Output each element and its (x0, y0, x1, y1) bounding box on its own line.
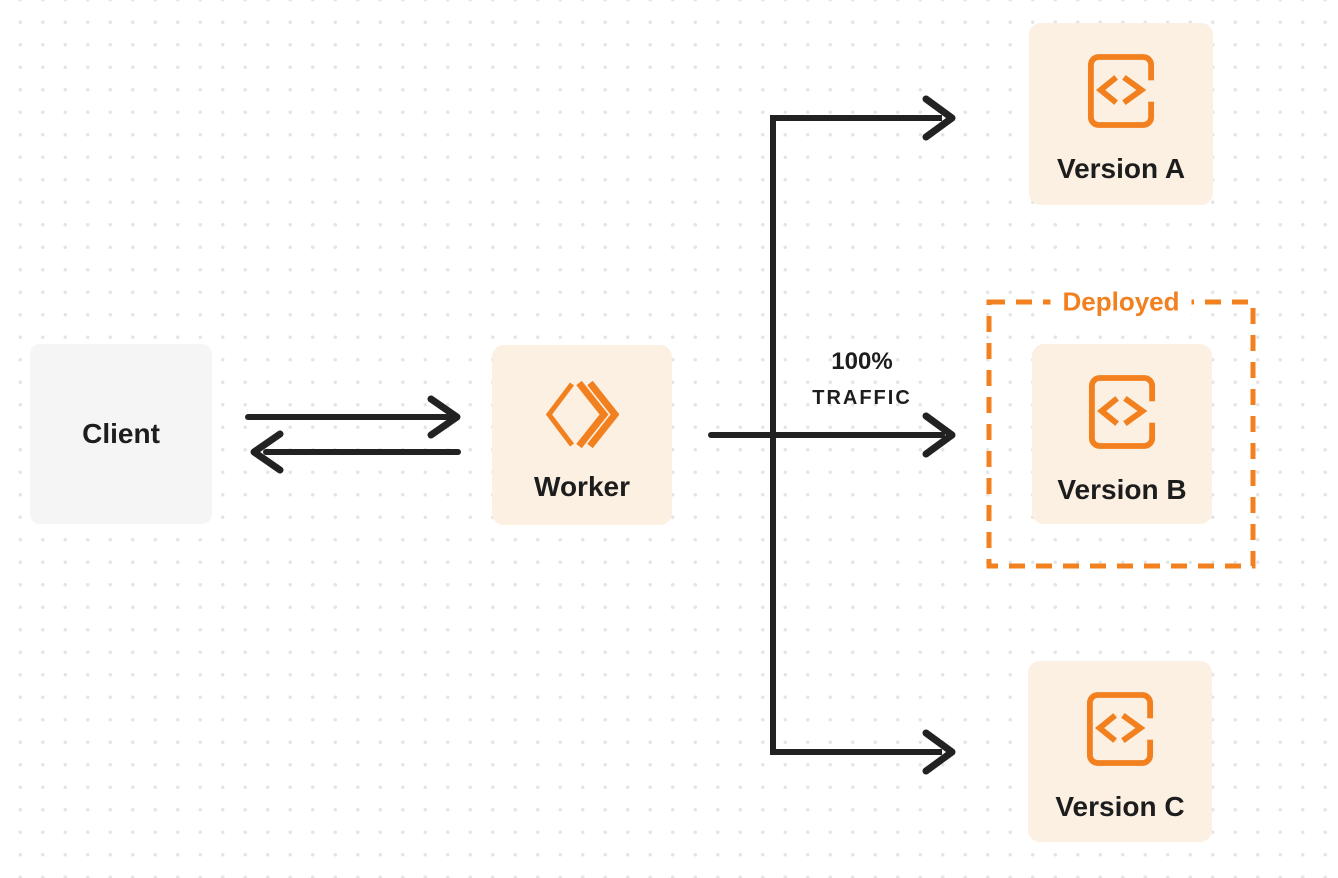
traffic-percentage: 100% (831, 348, 893, 375)
node-client: Client (30, 344, 212, 524)
workers-logo-icon (545, 381, 619, 449)
traffic-word: TRAFFIC (812, 387, 912, 409)
client-label: Client (82, 418, 160, 449)
worker-label: Worker (534, 471, 630, 502)
version-b-arrowhead (922, 412, 956, 458)
node-version-a: Version A (1029, 23, 1213, 205)
code-file-icon (1087, 54, 1155, 128)
version-c-arrowhead (922, 729, 956, 775)
version-b-label: Version B (1057, 474, 1187, 505)
node-version-c: Version C (1028, 661, 1212, 842)
traffic-annotation: 100% TRAFFIC (812, 348, 912, 410)
version-c-label: Version C (1055, 791, 1185, 822)
version-a-arrowhead (922, 95, 956, 141)
node-worker: Worker (492, 345, 672, 525)
node-version-b: Version B (1032, 344, 1212, 524)
code-file-icon (1086, 692, 1154, 766)
deployed-group-border (986, 299, 1256, 569)
version-a-label: Version A (1056, 153, 1186, 184)
client-to-worker-arrowhead (427, 395, 461, 439)
deployed-group-label: Deployed (1050, 286, 1192, 318)
code-file-icon (1088, 375, 1156, 449)
worker-to-client-arrowhead (250, 430, 284, 474)
